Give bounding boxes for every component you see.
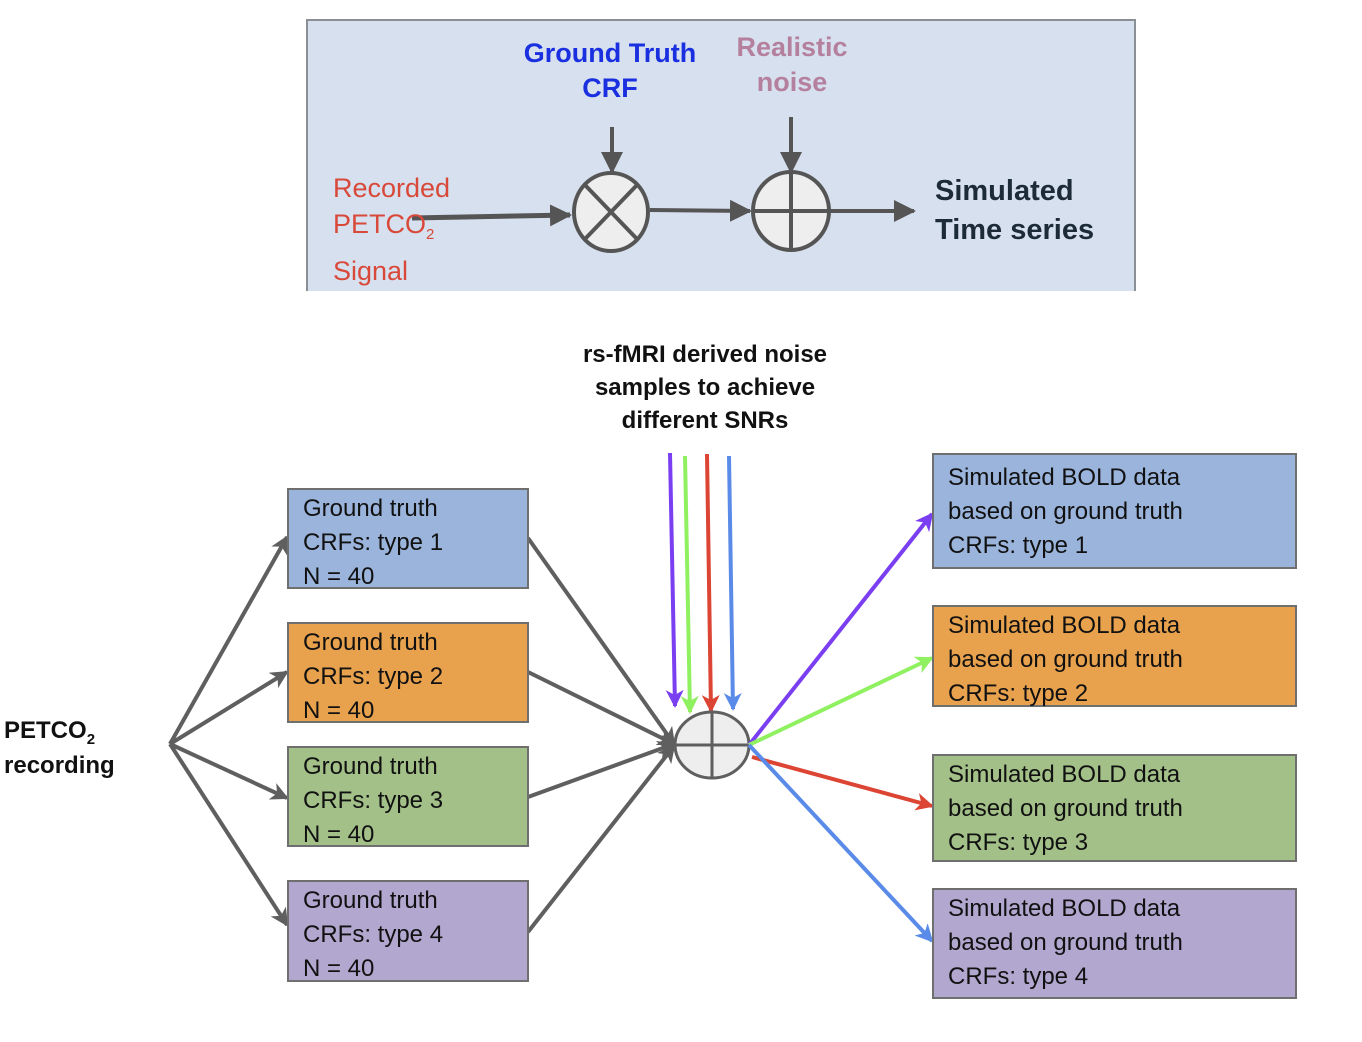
output-box-line: CRFs: type 1 (948, 532, 1089, 559)
crf-box-line: Ground truth (303, 887, 438, 914)
crf-label-line2: CRF (582, 73, 638, 103)
crf-box-line: Ground truth (303, 629, 438, 656)
output-box-line: based on ground truth (948, 646, 1183, 673)
output-box-type4: Simulated BOLD data based on ground trut… (932, 888, 1297, 999)
arrow-input-to-multiply (411, 204, 572, 227)
noise-arrow-2 (680, 455, 699, 714)
noise-title: rs-fMRI derived noise samples to achieve… (530, 338, 880, 437)
output-box-line: Simulated BOLD data (948, 612, 1181, 639)
output-label: Simulated Time series (935, 172, 1135, 250)
multiply-icon (572, 171, 650, 253)
crf-box-line: N = 40 (303, 563, 375, 590)
output-box-line: based on ground truth (948, 795, 1183, 822)
input-label-line1: Recorded (333, 173, 451, 203)
crf-box-line: N = 40 (303, 697, 375, 724)
output-arrow-4 (747, 743, 934, 943)
fanout-arrows (168, 535, 289, 927)
output-box-type1: Simulated BOLD data based on ground trut… (932, 453, 1297, 569)
crf-label-line1: Ground Truth (523, 38, 697, 68)
input-label-line2: PETCO2 (333, 206, 483, 253)
output-arrow-1 (747, 512, 934, 747)
noise-label-line2: noise (756, 67, 828, 97)
arrow-source-to-crf3 (169, 742, 289, 800)
noise-title-line3: different SNRs (621, 407, 789, 434)
output-box-line: Simulated BOLD data (948, 464, 1181, 491)
noise-label: Realistic noise (712, 30, 872, 100)
top-arrows (411, 117, 916, 227)
add-icon (751, 170, 831, 252)
crf-box-line: CRFs: type 1 (303, 529, 444, 556)
arrow-crf1-to-sum (526, 536, 676, 746)
arrow-source-to-crf4 (168, 742, 289, 927)
output-arrows (747, 512, 934, 943)
arrow-crf4-to-sum (526, 744, 676, 934)
noise-title-line1: rs-fMRI derived noise (582, 341, 828, 368)
noise-arrow-3 (701, 453, 720, 713)
crf-box-type3: Ground truth CRFs: type 3 N = 40 (287, 746, 529, 848)
input-label-main: PETCO (333, 209, 427, 239)
output-box-line: CRFs: type 3 (948, 829, 1089, 856)
crf-box-line: N = 40 (303, 821, 375, 848)
source-label-line1: PETCO2 (4, 716, 115, 755)
crf-box-line: N = 40 (303, 955, 375, 982)
output-box-line: based on ground truth (948, 498, 1183, 525)
output-box-line: CRFs: type 2 (948, 680, 1089, 707)
output-box-type3: Simulated BOLD data based on ground trut… (932, 754, 1297, 862)
source-label: PETCO2 recording (4, 716, 115, 781)
crf-box-type2: Ground truth CRFs: type 2 N = 40 (287, 622, 529, 724)
sum-node-icon (673, 710, 751, 780)
noise-arrows (665, 452, 742, 714)
source-label-main: PETCO (4, 717, 87, 744)
input-label-sub: 2 (426, 226, 435, 243)
arrow-source-to-crf1 (168, 535, 289, 745)
output-box-line: based on ground truth (948, 929, 1183, 956)
output-box-line: Simulated BOLD data (948, 895, 1181, 922)
crf-label: Ground Truth CRF (505, 36, 715, 106)
noise-title-line2: samples to achieve (594, 374, 816, 401)
noise-arrow-1 (665, 452, 684, 708)
output-box-line: CRFs: type 4 (948, 963, 1089, 990)
crf-box-line: Ground truth (303, 495, 438, 522)
crf-box-line: Ground truth (303, 753, 438, 780)
source-label-sub: 2 (86, 731, 96, 748)
arrow-source-to-crf2 (168, 670, 289, 746)
crf-box-line: CRFs: type 2 (303, 663, 444, 690)
output-label-line1: Simulated (935, 175, 1074, 207)
output-box-line: Simulated BOLD data (948, 761, 1181, 788)
input-signal-label: Recorded PETCO2 Signal (333, 170, 483, 289)
output-arrow-2 (748, 656, 934, 747)
crf-box-line: CRFs: type 3 (303, 787, 444, 814)
crf-box-type1: Ground truth CRFs: type 1 N = 40 (287, 488, 529, 590)
crf-box-type4: Ground truth CRFs: type 4 N = 40 (287, 880, 529, 982)
arrow-crf2-to-sum (527, 670, 676, 746)
noise-label-line1: Realistic (736, 32, 848, 62)
output-arrow-3 (751, 755, 934, 811)
arrow-multiply-to-add (649, 199, 752, 222)
output-box-type2: Simulated BOLD data based on ground trut… (932, 605, 1297, 707)
arrow-crf3-to-sum (527, 740, 676, 799)
output-label-line2: Time series (935, 214, 1095, 246)
input-label-line3: Signal (333, 256, 409, 286)
converge-arrows (526, 536, 676, 934)
noise-arrow-4 (723, 455, 742, 711)
top-schematic-panel (306, 19, 1136, 291)
crf-box-line: CRFs: type 4 (303, 921, 444, 948)
source-label-line2: recording (4, 752, 115, 779)
